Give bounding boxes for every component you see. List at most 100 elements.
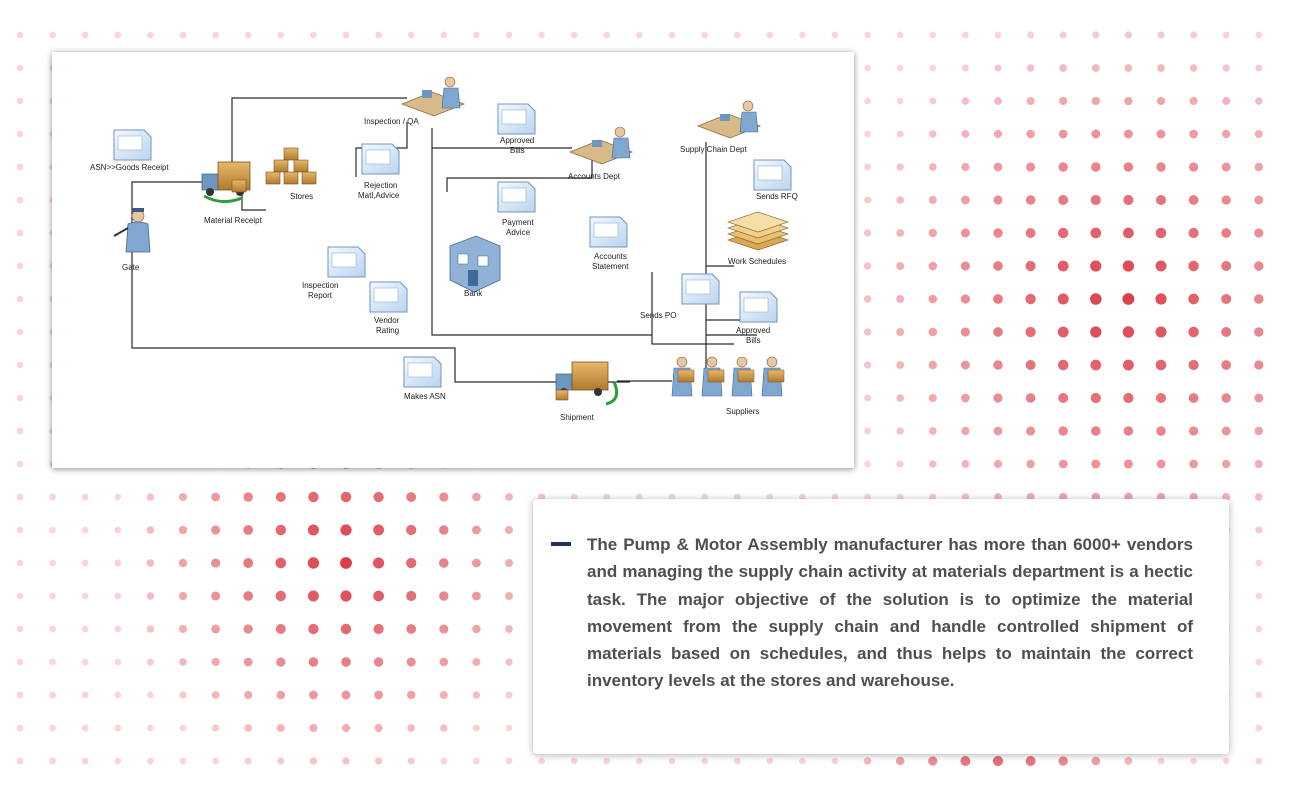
background-dot (307, 524, 319, 536)
background-dot (504, 558, 514, 568)
background-dot (799, 757, 806, 765)
background-dot (49, 31, 56, 39)
background-dot (1221, 327, 1232, 337)
background-dot (1188, 393, 1199, 403)
background-dot (212, 31, 219, 39)
background-dot (1255, 559, 1263, 567)
background-dot (505, 493, 513, 501)
background-dot (1123, 459, 1133, 469)
background-dot (473, 31, 480, 39)
background-dot (896, 295, 905, 303)
makes-asn-document-icon (403, 356, 442, 388)
background-dot (406, 492, 417, 502)
background-dot (863, 229, 872, 237)
label-inspection-report-line2: Report (308, 291, 333, 300)
background-dot (1090, 227, 1102, 239)
background-dot (1091, 162, 1101, 172)
background-dot (211, 558, 221, 568)
background-dot (1057, 293, 1069, 305)
background-dot (114, 592, 122, 600)
background-dot (81, 757, 89, 765)
background-dot (340, 623, 352, 635)
background-dot (1092, 31, 1100, 39)
background-dot (570, 493, 578, 501)
background-dot (1155, 260, 1167, 272)
background-dot (1123, 162, 1134, 172)
background-dot (1090, 194, 1101, 206)
background-dot (178, 591, 188, 601)
background-dot (505, 757, 513, 765)
diagram-labels: ASN>>Goods Receipt Gate Material Receipt… (90, 117, 798, 422)
label-rejection-line2: Matl,Advice (358, 191, 400, 200)
background-dot (1124, 64, 1133, 72)
background-dot (896, 460, 904, 468)
background-dot (16, 295, 24, 303)
background-dot (928, 756, 938, 766)
background-dot (1221, 195, 1231, 205)
label-gate: Gate (122, 263, 140, 272)
background-dot (895, 756, 905, 766)
background-dot (147, 31, 154, 39)
background-dot (1027, 31, 1035, 39)
background-dot (406, 690, 416, 700)
accounts-desk-icon (568, 126, 634, 165)
background-dot (1157, 757, 1165, 765)
background-dot (1254, 393, 1264, 403)
background-dot (114, 724, 122, 732)
background-dot (1254, 426, 1264, 436)
background-dot (1025, 228, 1036, 238)
background-dot (1254, 228, 1264, 238)
shipment-truck-icon (555, 361, 619, 406)
background-dot (1058, 459, 1068, 469)
background-dot (1025, 195, 1036, 205)
background-dot (440, 757, 448, 765)
background-dot (994, 31, 1002, 39)
inspection-desk-icon (400, 76, 466, 117)
background-dot (766, 31, 774, 39)
material-receipt-truck-icon (201, 161, 251, 203)
background-dot (929, 31, 937, 39)
background-dot (406, 524, 417, 536)
background-dot (864, 130, 871, 138)
background-dot (277, 31, 285, 39)
background-dot (373, 491, 384, 503)
background-dot (864, 31, 871, 39)
label-vendor-rating-line2: Rating (376, 326, 399, 335)
background-dot (1124, 31, 1132, 39)
background-dot (766, 757, 774, 765)
background-dot (407, 724, 416, 732)
background-dot (1155, 194, 1167, 206)
label-work-schedules: Work Schedules (728, 257, 786, 266)
background-dot (1090, 359, 1102, 371)
background-dot (275, 492, 286, 502)
background-dot (211, 525, 221, 535)
background-dot (1026, 162, 1036, 172)
background-dot (1221, 228, 1232, 238)
background-dot (114, 658, 122, 666)
background-dot (1156, 96, 1166, 106)
supply-chain-desk-icon (696, 100, 762, 139)
background-dot (244, 690, 253, 700)
background-dot (1155, 359, 1167, 371)
label-makes-asn: Makes ASN (404, 392, 446, 401)
inspection-report-document-icon (327, 246, 366, 278)
background-dot (863, 361, 872, 369)
background-dot (1058, 162, 1068, 172)
background-dot (864, 163, 872, 171)
background-dot (212, 724, 220, 732)
background-dot (1189, 96, 1198, 106)
background-dot (307, 590, 319, 602)
background-dot (929, 493, 937, 501)
background-dot (308, 623, 319, 635)
background-dot (603, 31, 611, 39)
label-accounts-statement-line1: Accounts (594, 252, 627, 261)
background-dot (961, 130, 970, 138)
background-dot (114, 526, 122, 534)
background-dot (1123, 194, 1134, 206)
background-dot (471, 558, 481, 568)
label-asn-goods-receipt: ASN>>Goods Receipt (90, 163, 169, 172)
background-dot (1255, 64, 1263, 72)
background-dot (1058, 393, 1069, 403)
background-dot (1058, 227, 1069, 239)
background-dot (1188, 260, 1199, 272)
